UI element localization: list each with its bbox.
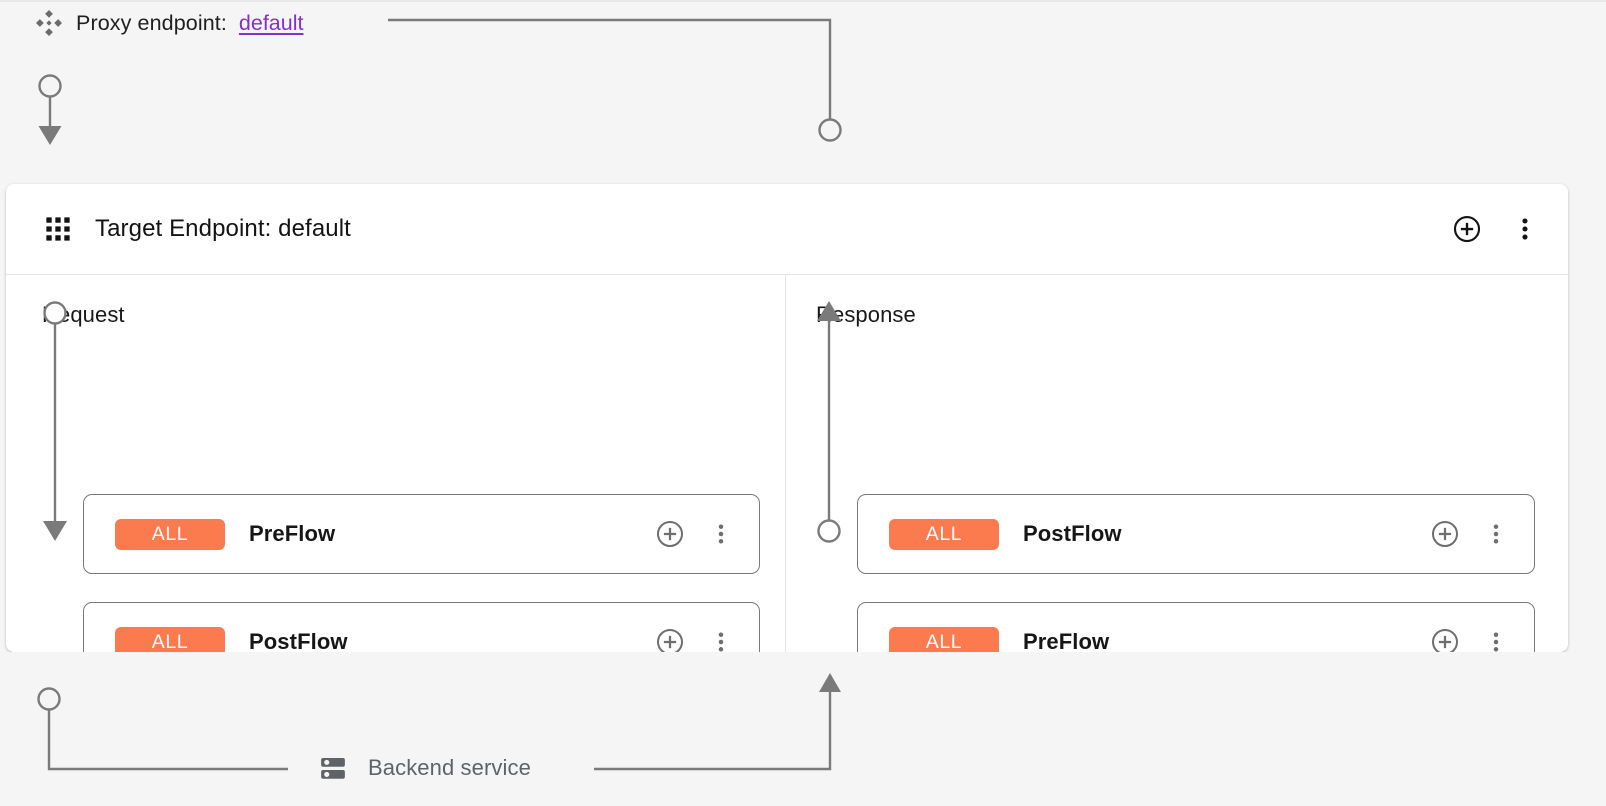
flow-badge: ALL <box>889 518 999 550</box>
server-icon <box>321 758 345 779</box>
more-vert-icon <box>1493 632 1499 652</box>
flow-name: PreFlow <box>1023 629 1110 654</box>
backend-service-node[interactable]: Backend service <box>318 748 531 788</box>
target-endpoint-header: Target Endpoint: default <box>6 184 1568 275</box>
page-title: Target Endpoint: default <box>95 215 351 242</box>
flow-more-options-button[interactable] <box>1484 522 1508 546</box>
plus-circle-icon <box>1431 520 1459 548</box>
flow-card-actions <box>655 519 733 549</box>
proxy-endpoint-value-link[interactable]: default <box>238 10 304 35</box>
more-vert-icon <box>1522 218 1528 240</box>
flow-card[interactable]: ALL PreFlow <box>83 494 760 574</box>
flow-card[interactable]: ALL PostFlow <box>857 494 1535 574</box>
flow-name: PreFlow <box>249 521 336 546</box>
more-vert-icon <box>1493 524 1499 544</box>
proxy-endpoint-icon <box>36 10 62 36</box>
proxy-endpoint-label: Proxy endpoint: <box>76 10 227 35</box>
response-flow-rail <box>817 301 841 543</box>
more-vert-icon <box>718 632 724 652</box>
add-step-button[interactable] <box>655 519 685 549</box>
flow-badge: ALL <box>115 518 225 550</box>
top-divider <box>0 0 1606 2</box>
apps-grid-icon <box>46 217 70 241</box>
flow-card-actions <box>1430 627 1508 657</box>
request-column: Request ALL PreFlow <box>6 275 785 682</box>
flow-card-actions <box>1430 519 1508 549</box>
flow-columns: Request ALL PreFlow <box>6 275 1568 682</box>
plus-circle-icon <box>1453 215 1481 243</box>
flow-name: PostFlow <box>249 629 348 654</box>
backend-connectors <box>37 673 841 771</box>
panel-header-actions <box>1452 214 1538 244</box>
request-flow-rail <box>43 301 67 541</box>
plus-circle-icon <box>656 520 684 548</box>
response-column: Response ALL PostFlow <box>785 275 1568 682</box>
add-step-button[interactable] <box>1430 519 1460 549</box>
flow-more-options-button[interactable] <box>709 522 733 546</box>
add-policy-button[interactable] <box>1452 214 1482 244</box>
more-vert-icon <box>718 524 724 544</box>
flow-name: PostFlow <box>1023 521 1122 546</box>
proxy-endpoint-strip: Proxy endpoint: default <box>0 0 1606 184</box>
proxy-endpoint-row: Proxy endpoint: default <box>34 6 303 40</box>
flow-more-options-button[interactable] <box>1484 630 1508 654</box>
proxy-inbound-arrow <box>38 74 62 145</box>
backend-service-label: Backend service <box>368 755 531 780</box>
backend-service-area <box>0 652 1606 806</box>
flow-more-options-button[interactable] <box>709 630 733 654</box>
more-options-button[interactable] <box>1512 216 1538 242</box>
target-endpoint-panel: Target Endpoint: default Request <box>6 184 1568 682</box>
